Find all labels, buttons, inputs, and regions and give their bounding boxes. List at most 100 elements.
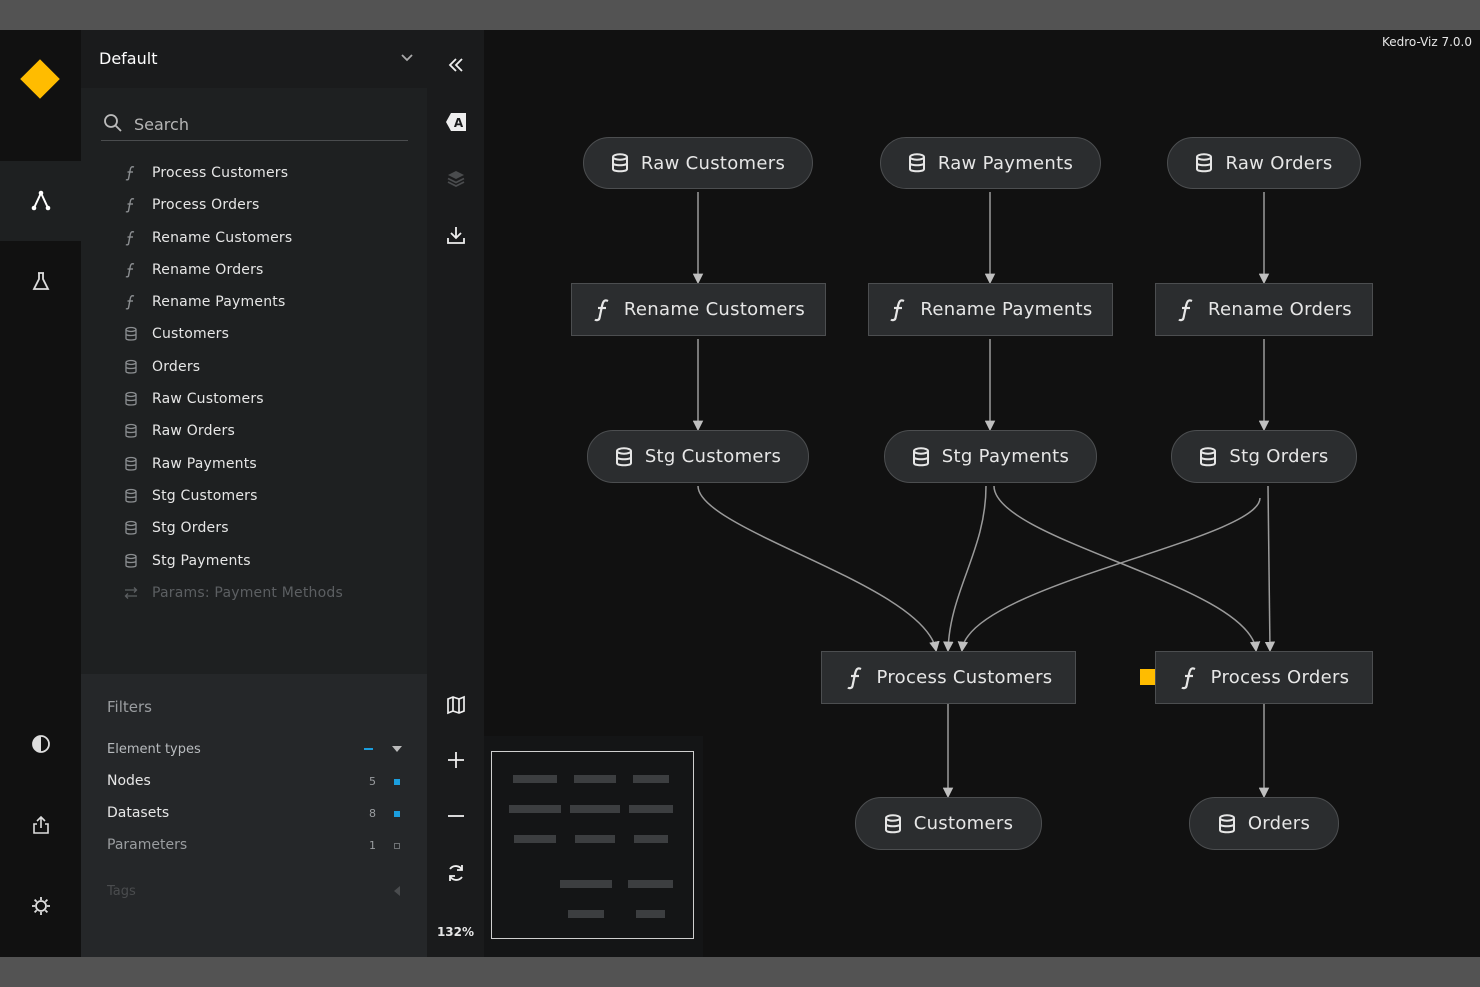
graph-node-rename-orders[interactable]: Rename Orders bbox=[1155, 283, 1373, 336]
node-list-item[interactable]: Stg Customers bbox=[81, 480, 427, 512]
filter-row-label: Parameters bbox=[107, 837, 188, 853]
graph-node-rename-payments[interactable]: Rename Payments bbox=[868, 283, 1113, 336]
gear-icon bbox=[31, 897, 50, 915]
minimap-viewport[interactable] bbox=[491, 751, 694, 939]
dataset-icon bbox=[125, 488, 137, 503]
zoom-out-button[interactable] bbox=[427, 796, 484, 836]
share-button[interactable] bbox=[0, 785, 81, 865]
filter-checkbox[interactable] bbox=[394, 779, 400, 785]
edge bbox=[1264, 485, 1276, 653]
edge bbox=[943, 485, 987, 653]
flowchart-toolbar: A 132% bbox=[427, 30, 484, 957]
node-list-item-label: Raw Payments bbox=[152, 455, 257, 472]
caret-left-icon[interactable] bbox=[394, 886, 400, 896]
function-icon bbox=[125, 262, 135, 278]
graph-node-process-orders[interactable]: Process Orders bbox=[1155, 651, 1373, 704]
double-chevron-left-icon bbox=[448, 58, 463, 72]
graph-node-raw-payments[interactable]: Raw Payments bbox=[880, 137, 1101, 189]
filter-checkbox[interactable] bbox=[394, 811, 400, 817]
browser-bottom-bar bbox=[0, 957, 1480, 987]
node-list-item-label: Rename Orders bbox=[152, 261, 264, 278]
minimap-node bbox=[509, 805, 561, 813]
dataset-icon bbox=[125, 391, 137, 406]
node-list-item[interactable]: Raw Payments bbox=[81, 448, 427, 480]
graph-node-customers[interactable]: Customers bbox=[855, 797, 1042, 850]
dataset-icon bbox=[1196, 153, 1213, 173]
node-list-item[interactable]: Orders bbox=[81, 351, 427, 383]
node-list-item[interactable]: Stg Payments bbox=[81, 545, 427, 577]
node-list-item[interactable]: Process Orders bbox=[81, 189, 427, 221]
flowchart-canvas[interactable]: Kedro-Viz 7.0.0 bbox=[484, 30, 1480, 957]
filter-row-label: Nodes bbox=[107, 773, 151, 789]
graph-node-stg-payments[interactable]: Stg Payments bbox=[884, 430, 1097, 483]
node-list-item[interactable]: Params: Payment Methods bbox=[81, 577, 427, 609]
node-list-item-label: Rename Customers bbox=[152, 229, 293, 246]
flowchart-edges bbox=[692, 192, 1276, 799]
graph-node-stg-orders[interactable]: Stg Orders bbox=[1171, 430, 1357, 483]
node-list-item[interactable]: Rename Customers bbox=[81, 222, 427, 254]
filter-checkbox[interactable] bbox=[394, 843, 400, 849]
edge bbox=[957, 497, 1261, 653]
dataset-icon bbox=[912, 446, 929, 466]
search-input[interactable] bbox=[132, 113, 396, 135]
export-button[interactable] bbox=[427, 215, 484, 255]
graph-node-raw-orders[interactable]: Raw Orders bbox=[1167, 137, 1361, 189]
minimap-node bbox=[574, 775, 616, 783]
filter-row-parameters[interactable]: Parameters 1 bbox=[107, 837, 407, 857]
node-list-item[interactable]: Raw Orders bbox=[81, 415, 427, 447]
sidebar: Default Process Customers Process Orders… bbox=[81, 30, 427, 957]
graph-node-process-customers[interactable]: Process Customers bbox=[821, 651, 1076, 704]
settings-button[interactable] bbox=[0, 866, 81, 946]
function-icon bbox=[125, 198, 135, 213]
edge bbox=[993, 485, 1261, 653]
filter-row-nodes[interactable]: Nodes 5 bbox=[107, 773, 407, 793]
filter-row-count: 8 bbox=[369, 807, 376, 820]
minimap-node bbox=[633, 775, 669, 783]
label-icon: A bbox=[445, 113, 466, 131]
node-list-item[interactable]: Customers bbox=[81, 318, 427, 350]
filter-row-datasets[interactable]: Datasets 8 bbox=[107, 805, 407, 825]
graph-node-label: Process Customers bbox=[876, 667, 1053, 688]
node-list-item-label: Stg Payments bbox=[152, 552, 251, 569]
zoom-in-button[interactable] bbox=[427, 740, 484, 780]
share-icon bbox=[32, 815, 49, 834]
graph-node-raw-customers[interactable]: Raw Customers bbox=[583, 137, 813, 189]
reset-zoom-button[interactable] bbox=[427, 853, 484, 893]
graph-node-label: Rename Orders bbox=[1208, 299, 1352, 320]
minimap-node bbox=[514, 835, 556, 843]
caret-down-icon[interactable] bbox=[392, 746, 402, 752]
node-list-item-label: Process Orders bbox=[152, 197, 260, 214]
pipeline-dropdown[interactable]: Default bbox=[81, 30, 427, 88]
experiment-tracking-button[interactable] bbox=[0, 241, 81, 321]
minimap[interactable] bbox=[484, 736, 703, 957]
graph-node-stg-customers[interactable]: Stg Customers bbox=[587, 430, 809, 483]
dataset-icon bbox=[125, 521, 137, 535]
search-icon bbox=[104, 114, 122, 132]
node-list-item[interactable]: Stg Orders bbox=[81, 512, 427, 544]
toggle-layers-button[interactable] bbox=[427, 158, 484, 198]
tags-group-label[interactable]: Tags bbox=[107, 884, 136, 899]
node-list-item-label: Rename Payments bbox=[152, 294, 286, 311]
edge bbox=[697, 485, 940, 653]
toggle-labels-button[interactable]: A bbox=[427, 102, 484, 142]
node-list-item-label: Raw Orders bbox=[152, 423, 235, 440]
node-list-item[interactable]: Rename Payments bbox=[81, 286, 427, 318]
graph-node-label: Raw Payments bbox=[937, 152, 1074, 174]
dataset-icon bbox=[1200, 446, 1217, 466]
graph-node-rename-customers[interactable]: Rename Customers bbox=[571, 283, 826, 336]
collapse-sidebar-button[interactable] bbox=[427, 45, 484, 85]
filter-group-indeterminate-toggle[interactable] bbox=[364, 748, 373, 750]
kedro-logo-icon[interactable] bbox=[20, 59, 60, 99]
theme-toggle-button[interactable] bbox=[0, 704, 81, 784]
node-list-item[interactable]: Raw Customers bbox=[81, 383, 427, 415]
graph-node-label: Process Orders bbox=[1210, 667, 1350, 688]
dataset-icon bbox=[884, 813, 901, 833]
node-list-item[interactable]: Rename Orders bbox=[81, 254, 427, 286]
node-list-item[interactable]: Process Customers bbox=[81, 157, 427, 189]
toggle-minimap-button[interactable] bbox=[427, 685, 484, 725]
flowchart-view-button[interactable] bbox=[0, 161, 81, 241]
node-list-item-label: Raw Customers bbox=[152, 391, 264, 408]
graph-node-orders[interactable]: Orders bbox=[1189, 797, 1339, 850]
function-icon bbox=[125, 166, 135, 181]
dataset-icon bbox=[125, 424, 137, 439]
